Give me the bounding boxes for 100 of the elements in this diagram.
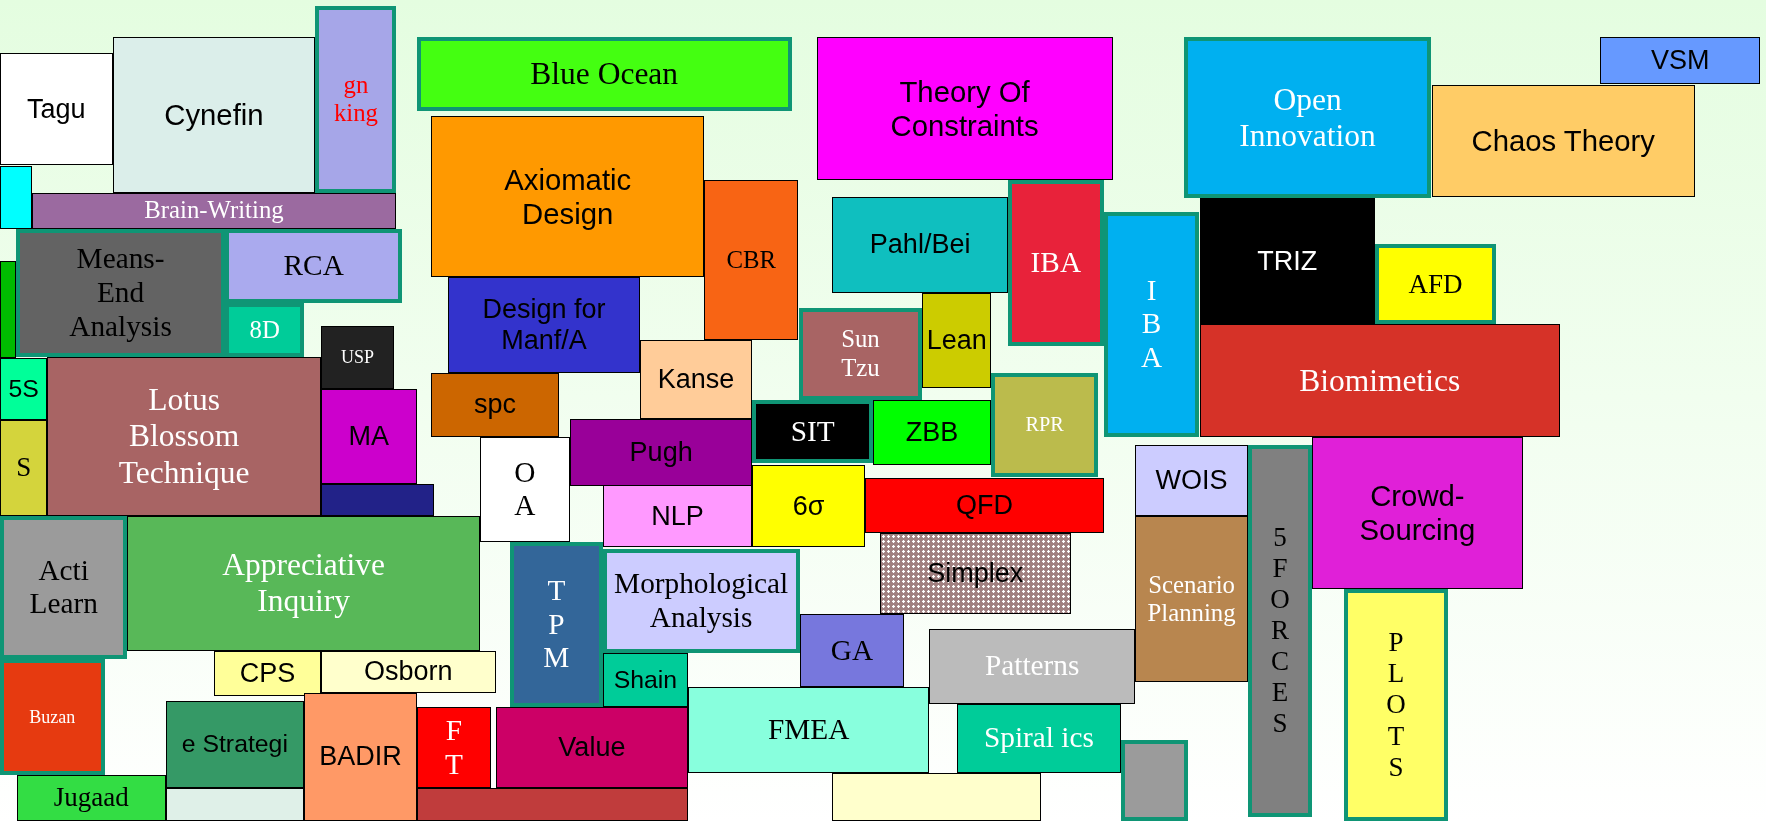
method-label: spc (474, 389, 517, 421)
method-label: Scenario Planning (1146, 570, 1237, 628)
method-label: F T (443, 714, 464, 782)
method-box (799, 613, 905, 687)
method-label: Morphological Analysis (613, 567, 790, 635)
method-box (1183, 37, 1432, 199)
method-box (0, 658, 105, 775)
method-label: CBR (726, 245, 776, 275)
method-box (1199, 324, 1560, 437)
method-box (1375, 244, 1496, 325)
method-box (872, 399, 992, 466)
method-box (495, 707, 689, 789)
method-box (225, 228, 403, 303)
method-label: 5S (8, 374, 39, 404)
method-label: O A (513, 455, 537, 524)
method-label: RPR (1025, 413, 1064, 437)
method-box (304, 692, 417, 821)
method-label: RCA (283, 248, 344, 283)
method-box (0, 52, 113, 166)
method-label: ZBB (905, 416, 959, 448)
method-label: Cynefin (164, 98, 264, 132)
method-label: Shain (613, 665, 678, 695)
method-label: Means-End Analysis (68, 242, 173, 344)
method-label: WOIS (1155, 464, 1228, 496)
colored-box (0, 261, 16, 359)
method-box (47, 357, 321, 516)
colored-box (0, 165, 32, 229)
method-label: I B A (1140, 273, 1164, 375)
method-box (602, 653, 689, 708)
method-label: Acti Learn (28, 553, 99, 621)
method-label: IBA (1030, 246, 1082, 280)
method-box (688, 687, 930, 773)
method-label: BADIR (319, 741, 402, 773)
method-label: MA (348, 420, 390, 452)
method-box (416, 707, 491, 789)
method-box (15, 228, 226, 357)
colored-box (416, 788, 689, 821)
method-box (1600, 37, 1761, 85)
method-box (0, 420, 48, 516)
method-label: Spiral ics (984, 721, 1094, 756)
method-label: Brain-Writing (144, 196, 284, 225)
method-label: T P M (542, 573, 571, 675)
method-box (1103, 211, 1200, 437)
method-box (127, 515, 480, 651)
method-label: Design for Manf/A (481, 293, 607, 356)
method-box (1343, 589, 1449, 821)
method-box (703, 180, 799, 341)
method-label: USP (341, 346, 375, 368)
method-box (602, 548, 800, 654)
method-box (816, 37, 1113, 181)
method-label: P L O T S (1385, 627, 1407, 783)
colored-box (832, 772, 1041, 821)
method-box (321, 651, 496, 693)
method-box (479, 437, 570, 542)
method-label: Appreciative Inquiry (221, 547, 386, 620)
method-label: Lean (926, 325, 987, 357)
method-label: 5 F O R C E S (1269, 522, 1291, 740)
method-box (1199, 198, 1376, 325)
method-box (431, 116, 704, 278)
method-box (752, 465, 865, 548)
method-box (957, 703, 1121, 773)
method-label: FMEA (768, 712, 850, 747)
method-box (448, 277, 640, 373)
method-label: SIT (790, 414, 835, 449)
method-box (922, 292, 992, 389)
method-box (1008, 180, 1104, 346)
method-box (321, 388, 417, 485)
method-box (639, 340, 753, 419)
method-label: GA (830, 633, 874, 668)
method-label: QFD (955, 489, 1013, 521)
method-label: Open Innovation (1238, 81, 1377, 154)
method-label: Crowd-Sourcing (1358, 479, 1477, 547)
method-label: Tagu (27, 93, 86, 125)
method-label: Axiomatic Design (503, 162, 633, 231)
method-label: e Strategi (181, 730, 288, 759)
method-label: Blue Ocean (530, 56, 679, 93)
method-box (1247, 444, 1313, 817)
method-label: Osborn (364, 656, 453, 688)
method-box (431, 372, 559, 437)
method-label: gn king (332, 70, 379, 128)
method-box (832, 197, 1008, 293)
method-label: Buzan (29, 706, 76, 728)
method-box (1431, 84, 1695, 198)
method-box (16, 774, 166, 821)
method-box (865, 477, 1104, 533)
method-box (315, 5, 397, 193)
method-label: AFD (1408, 268, 1463, 300)
method-box (416, 37, 792, 112)
method-box (510, 541, 603, 708)
method-box (0, 358, 48, 421)
method-box (214, 651, 321, 697)
method-box (991, 372, 1099, 478)
method-box (1135, 515, 1248, 683)
colored-box (321, 484, 434, 516)
method-box (1135, 444, 1248, 516)
method-label: Chaos Theory (1471, 123, 1655, 158)
method-label: 6σ (792, 490, 825, 522)
method-box (929, 628, 1136, 704)
method-box (321, 325, 395, 389)
method-label: Theory Of Constraints (889, 75, 1040, 143)
